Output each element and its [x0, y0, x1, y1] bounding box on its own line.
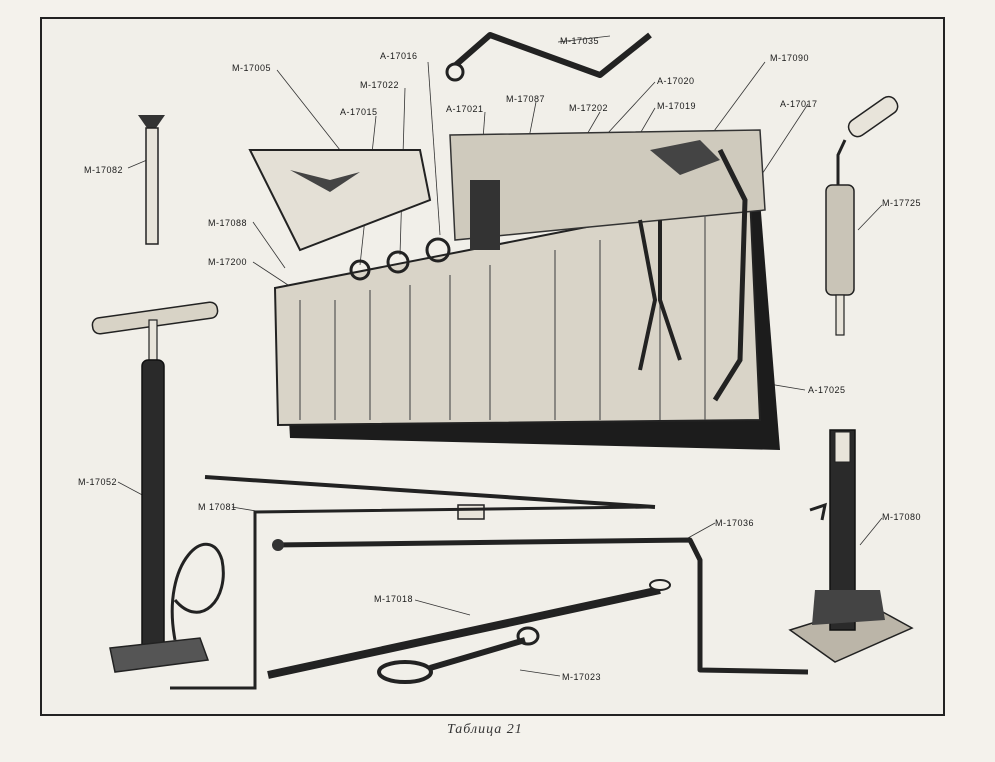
label-m17088: M-17088 — [208, 218, 248, 228]
label-a17025: A-17025 — [808, 385, 846, 395]
label-m17035: M-17035 — [560, 36, 600, 46]
car-jack — [788, 429, 914, 663]
grease-gun — [825, 95, 899, 336]
label-m17082: M-17082 — [84, 165, 124, 175]
label-a17015: A-17015 — [340, 107, 378, 117]
tool-roll — [248, 129, 780, 450]
table-caption: Таблица 21 — [447, 722, 523, 737]
label-m17019: M-17019 — [657, 101, 697, 111]
label-m17005: M-17005 — [232, 63, 272, 73]
label-a17020: A-17020 — [657, 76, 695, 86]
label-a17017: A-17017 — [780, 99, 818, 109]
label-m17022: M-17022 — [360, 80, 400, 90]
label-m17018: M-17018 — [374, 594, 414, 604]
label-m17202: M-17202 — [569, 103, 609, 113]
label-m17200: M-17200 — [208, 257, 248, 267]
label-a17021: A-17021 — [446, 104, 484, 114]
label-m17080: M-17080 — [882, 512, 922, 522]
label-m17087: M-17087 — [506, 94, 546, 104]
label-m17052: M-17052 — [78, 477, 118, 487]
label-m17725: M-17725 — [882, 198, 922, 208]
bars — [170, 475, 809, 690]
tire-pump — [91, 301, 225, 673]
label-m17023: M-17023 — [562, 672, 602, 682]
label-a17016: A-17016 — [380, 51, 418, 61]
label-m17081: M 17081 — [198, 502, 237, 512]
crank-handle — [448, 32, 652, 78]
tube-tool — [138, 115, 165, 245]
label-m17090: M-17090 — [770, 53, 810, 63]
label-m17036: M-17036 — [715, 518, 755, 528]
